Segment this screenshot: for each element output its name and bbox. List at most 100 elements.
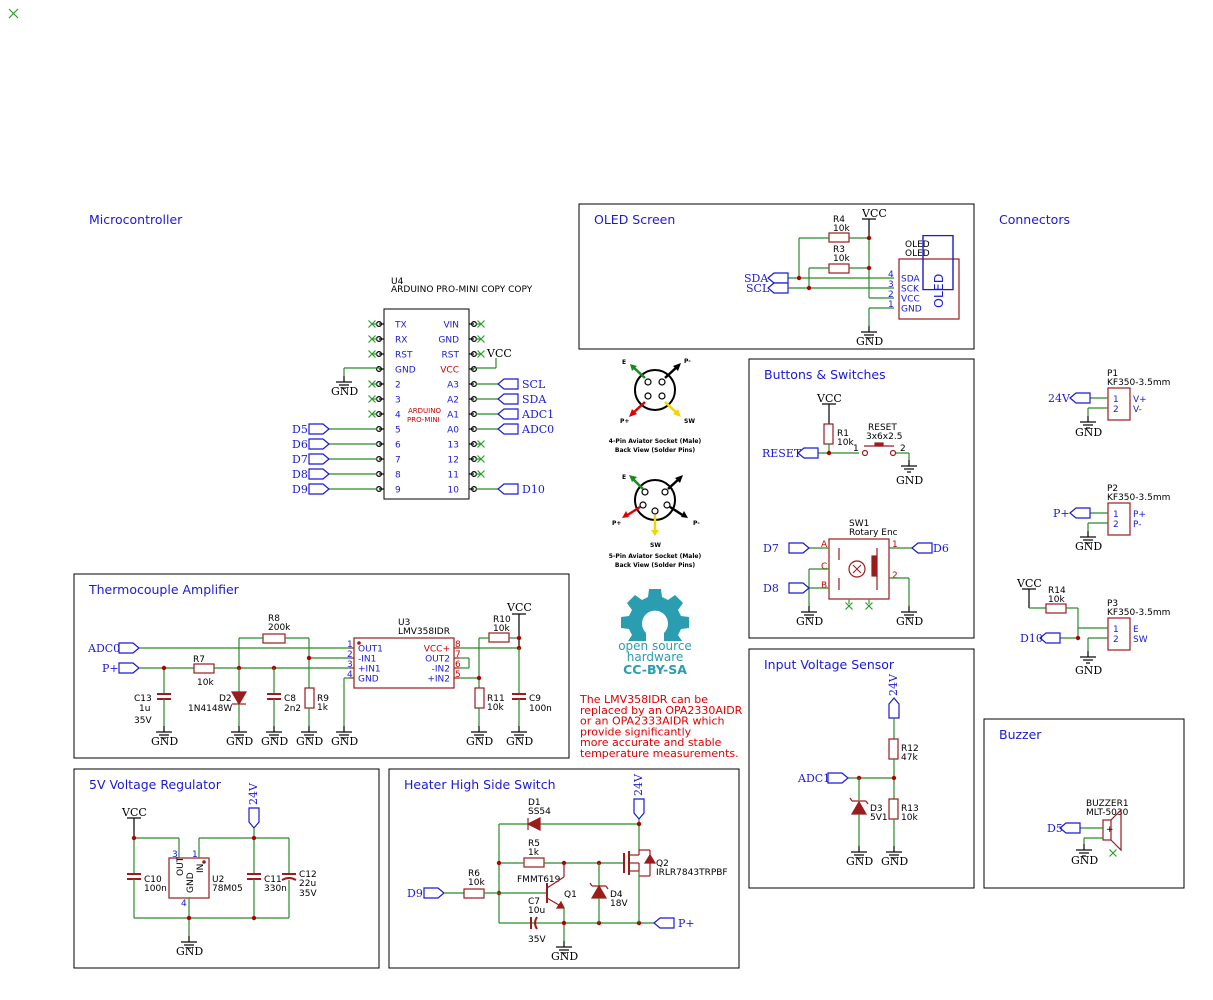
sw1-pin2-num: 2 [892, 571, 898, 581]
r11-resistor [474, 687, 485, 709]
oled-section: VCC R4 10k R3 10k GND SDA SCL OLED OLED [744, 207, 960, 348]
r5-value: 1k [528, 848, 540, 858]
u4-right-pin-label: 10 [448, 486, 460, 496]
u4-net-flag [308, 468, 330, 480]
note-line: more accurate and stable [580, 736, 722, 749]
heater-net-d9: D9 [407, 887, 423, 900]
c11-value: 330n [264, 884, 287, 894]
av4-label-pminus: P- [684, 358, 691, 365]
reset-ref: RESET [868, 423, 897, 433]
reg-vcc: VCC [121, 806, 147, 819]
buttons-vcc: VCC [816, 392, 842, 405]
c7-value: 10u [528, 906, 545, 916]
q1-gnd: GND [551, 950, 578, 963]
u4-net-flag [497, 393, 519, 405]
oled-pin-num: 4 [888, 270, 894, 280]
oled-body-label: OLED [931, 274, 946, 308]
thermocouple-amp: U3 LMV358IDR OUT11-IN12+IN13GND4VCC+8OUT… [87, 601, 552, 748]
c8-gnd: GND [261, 735, 288, 748]
u4-left-pin-label: RST [395, 351, 413, 361]
sw1-pin-b: B [821, 581, 827, 591]
u3-left-pin-num: 4 [347, 670, 353, 680]
av4-label-e: E [622, 359, 626, 366]
r3-value: 10k [833, 254, 850, 264]
oled-title: OLED Screen [594, 212, 675, 227]
q2-value: IRLR7843TRPBF [656, 868, 728, 878]
u3-right-pin-num: 8 [455, 640, 461, 650]
p3-pin-1: E [1133, 625, 1139, 635]
heater-switch: 24V D1 SS54 D9 R6 10k R5 1k FMMT619 GND [407, 773, 728, 963]
voltage-sensor: 24V R12 47k R13 10k GND GND D3 5V1 ADC1 [797, 673, 919, 868]
u2-pin-in: IN [196, 864, 206, 873]
u4-left-net-label: D8 [292, 468, 308, 481]
oshw-line1: open source [618, 639, 692, 653]
close-icon[interactable] [8, 8, 19, 19]
r1-ref: R1 [837, 429, 849, 439]
thermocouple-title: Thermocouple Amplifier [88, 582, 240, 597]
r9-resistor [304, 687, 315, 709]
reset-gnd: GND [896, 474, 923, 487]
u2-ref: U2 [212, 875, 224, 885]
u4-value: ARDUINO PRO-MINI COPY COPY [391, 285, 533, 295]
u4-right-pin-label: GND [438, 336, 459, 346]
thermo-net-pplus: P+ [102, 662, 119, 675]
u4-right-pin-label: A0 [447, 426, 459, 436]
r12-value: 47k [901, 753, 918, 763]
note-line: The LMV358IDR can be [579, 693, 708, 706]
u4-net-flag [497, 423, 519, 435]
d3-gnd: GND [846, 855, 873, 868]
heater-title: Heater High Side Switch [404, 777, 556, 792]
u4-right-pin-label: 13 [448, 441, 459, 451]
av4-label-sw: SW [684, 418, 695, 425]
u4-body-label-2: PRO-MINI [407, 416, 440, 424]
r4-value: 10k [833, 224, 850, 234]
p1-ref: P1 [1107, 369, 1118, 379]
oled-net-scl: SCL [746, 282, 770, 295]
d1-diode [526, 817, 541, 831]
oled-pin-num: 1 [888, 300, 894, 310]
r5-ref: R5 [528, 839, 540, 849]
d3-ref: D3 [870, 804, 883, 814]
r5-resistor [523, 857, 545, 868]
sw1-net-d8: D8 [763, 582, 779, 595]
r14-resistor [1045, 603, 1067, 614]
u4-net-flag [308, 438, 330, 450]
r11-gnd: GND [466, 735, 493, 748]
oled-pin-num: 3 [888, 280, 894, 290]
p3-gnd: GND [1075, 664, 1102, 677]
input-voltage-frame [748, 648, 975, 889]
u4-right-pin-label: RST [442, 351, 460, 361]
u4-left-pin-label: 9 [395, 486, 401, 496]
r4-resistor [828, 232, 850, 243]
buzzer-net: D5 [1047, 822, 1063, 835]
u4-right-net-label: D10 [522, 483, 545, 496]
r6-resistor [463, 888, 485, 899]
p2-pin1-num: 1 [1113, 510, 1119, 520]
oled-module [898, 258, 960, 320]
d4-ref: D4 [610, 890, 623, 900]
u4-right-pin-label: VIN [443, 321, 459, 331]
p1-gnd: GND [1075, 426, 1102, 439]
r11-ref: R11 [487, 694, 505, 704]
c7-ref: C7 [528, 897, 540, 907]
c10-ref: C10 [144, 875, 162, 885]
p3-value: KF350-3.5mm [1107, 608, 1170, 618]
r6-ref: R6 [468, 869, 480, 879]
oshw-line2: hardware [627, 650, 684, 664]
regulator-title: 5V Voltage Regulator [89, 777, 222, 792]
oshw-logo: open source hardware CC-BY-SA [618, 589, 692, 677]
q2-ref: Q2 [656, 859, 669, 869]
oled-pin-label: SDA [901, 275, 920, 285]
u4-net-flag [308, 483, 330, 495]
p1-pin2-num: 2 [1113, 405, 1119, 415]
p2-net: P+ [1053, 507, 1070, 520]
u3-left-pin-num: 1 [347, 640, 353, 650]
oled-vcc-label: VCC [861, 207, 887, 220]
oled-gnd-label: GND [856, 335, 883, 348]
u4-left-net-label: D9 [292, 483, 308, 496]
buzzer-gnd: GND [1071, 854, 1098, 867]
c10-value: 100n [144, 884, 167, 894]
vs-24v: 24V [887, 673, 900, 696]
rotary-encoder-sw1: SW1 Rotary Enc A C B 1 2 GND GND D7 D8 D… [763, 519, 949, 628]
